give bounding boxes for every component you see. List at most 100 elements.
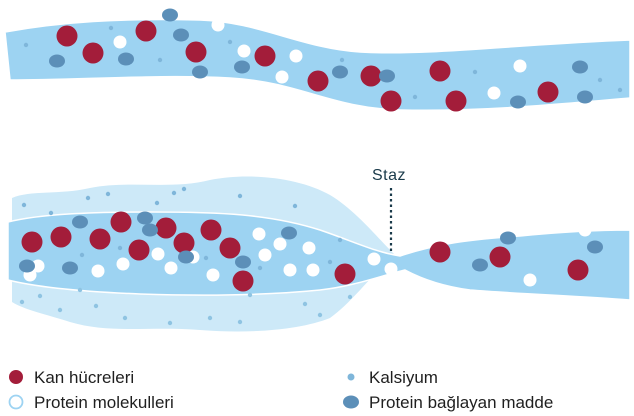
red-blood-cell — [129, 240, 150, 261]
red-blood-cell — [201, 220, 222, 241]
protein-binding-agent — [235, 256, 251, 269]
normal-vessel-body — [5, 20, 630, 111]
protein-molecule — [165, 262, 178, 275]
red-blood-cell — [538, 82, 559, 103]
calcium-particle — [168, 321, 172, 325]
protein-molecule — [290, 50, 303, 63]
red-blood-cell — [83, 43, 104, 64]
calcium-particle — [155, 201, 159, 205]
calcium-particle — [49, 211, 53, 215]
protein-binding-agent — [19, 260, 35, 273]
protein-binding-agent — [118, 53, 134, 66]
red-blood-cell — [568, 260, 589, 281]
protein-molecule — [488, 87, 501, 100]
protein-binding-agent — [234, 61, 250, 74]
protein-binding-agent — [281, 227, 297, 240]
red-blood-cell — [446, 91, 467, 112]
red-blood-cell — [220, 238, 241, 259]
protein-molecule — [303, 242, 316, 255]
protein-binding-agent — [192, 66, 208, 79]
protein-molecule — [276, 71, 289, 84]
calcium-particle — [473, 70, 477, 74]
legend-label-binding: Protein bağlayan madde — [369, 393, 553, 412]
protein-binding-agent — [162, 9, 178, 22]
red-cell-swatch — [9, 370, 23, 384]
calcium-particle — [238, 194, 242, 198]
protein-binding-agent — [587, 241, 603, 254]
calcium-particle — [340, 58, 344, 62]
legend-item-red-cells: Kan hücreleri — [9, 368, 134, 387]
protein-binding-agent — [572, 61, 588, 74]
calcium-particle — [348, 295, 352, 299]
protein-molecule — [253, 228, 266, 241]
protein-binding-agent — [332, 66, 348, 79]
protein-molecule — [238, 45, 251, 58]
protein-binding-agent — [49, 55, 65, 68]
legend-label-calcium: Kalsiyum — [369, 368, 438, 387]
protein-binding-agent — [178, 251, 194, 264]
red-blood-cell — [361, 66, 382, 87]
calcium-particle — [106, 192, 110, 196]
legend-label-red-cells: Kan hücreleri — [34, 368, 134, 387]
red-blood-cell — [22, 232, 43, 253]
protein-binding-agent — [72, 216, 88, 229]
protein-swatch — [10, 396, 23, 409]
calcium-particle — [118, 246, 122, 250]
calcium-particle — [208, 316, 212, 320]
calcium-particle — [182, 187, 186, 191]
protein-binding-agent — [173, 29, 189, 42]
protein-molecule — [524, 274, 537, 287]
calcium-particle — [238, 320, 242, 324]
protein-molecule — [368, 253, 381, 266]
legend-item-calcium: Kalsiyum — [348, 368, 438, 387]
protein-molecule — [274, 238, 287, 251]
calcium-particle — [158, 58, 162, 62]
legend: Kan hücreleri Protein molekulleri Kalsiy… — [9, 368, 553, 412]
calcium-particle — [109, 26, 113, 30]
calcium-particle — [248, 293, 252, 297]
protein-molecule — [307, 264, 320, 277]
calcium-particle — [413, 95, 417, 99]
protein-molecule — [212, 19, 225, 32]
red-blood-cell — [186, 42, 207, 63]
red-blood-cell — [490, 247, 511, 268]
protein-molecule — [579, 224, 592, 237]
protein-molecule — [114, 36, 127, 49]
calcium-particle — [86, 196, 90, 200]
red-blood-cell — [156, 218, 177, 239]
protein-binding-agent — [500, 232, 516, 245]
protein-molecule — [117, 258, 130, 271]
legend-item-proteins: Protein molekulleri — [10, 393, 174, 412]
stasis-vessel — [8, 176, 630, 331]
red-blood-cell — [90, 229, 111, 250]
calcium-particle — [20, 300, 24, 304]
red-blood-cell — [136, 21, 157, 42]
calcium-particle — [123, 316, 127, 320]
red-blood-cell — [111, 212, 132, 233]
calcium-particle — [318, 313, 322, 317]
red-blood-cell — [430, 61, 451, 82]
calcium-particle — [204, 256, 208, 260]
calcium-particle — [94, 304, 98, 308]
protein-binding-agent — [142, 224, 158, 237]
binding-swatch — [343, 396, 359, 409]
protein-molecule — [514, 60, 527, 73]
protein-binding-agent — [577, 91, 593, 104]
calcium-particle — [338, 238, 342, 242]
red-blood-cell — [335, 264, 356, 285]
stasis-label: Staz — [372, 167, 406, 184]
red-blood-cell — [308, 71, 329, 92]
protein-binding-agent — [472, 259, 488, 272]
calcium-particle — [303, 302, 307, 306]
red-blood-cell — [233, 271, 254, 292]
calcium-particle — [80, 253, 84, 257]
red-blood-cell — [51, 227, 72, 248]
protein-binding-agent — [137, 212, 153, 225]
protein-molecule — [259, 249, 272, 262]
red-blood-cell — [174, 233, 195, 254]
calcium-particle — [293, 204, 297, 208]
calcium-particle — [228, 40, 232, 44]
legend-item-binding: Protein bağlayan madde — [343, 393, 553, 412]
normal-vessel — [5, 9, 630, 112]
calcium-particle — [598, 78, 602, 82]
